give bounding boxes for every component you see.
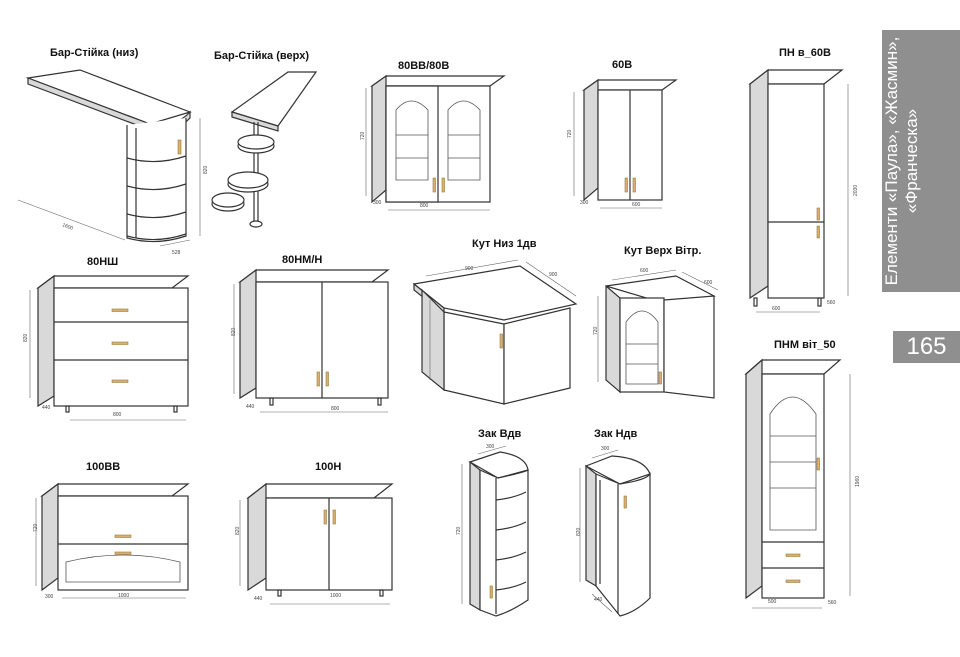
cabinet-zak-vdv-drawing — [461, 445, 529, 617]
dim-text: 600 — [640, 268, 649, 274]
item-label-80nsh: 80НШ — [87, 256, 119, 268]
item-label-bar-top: Бар-Стійка (верх) — [214, 50, 309, 62]
dim-text: 560 — [828, 600, 837, 606]
dim-text: 600 — [704, 280, 713, 286]
cabinet-kut-niz-drawing — [412, 259, 578, 405]
dim-text: 900 — [549, 272, 558, 278]
item-label-kut-niz: Кут Низ 1дв — [472, 238, 537, 250]
dim-text: 560 — [827, 300, 836, 306]
cabinet-80nm-drawing — [233, 268, 390, 413]
dim-text: 800 — [331, 406, 340, 412]
dim-text: 440 — [254, 596, 263, 602]
dim-text: 528 — [172, 250, 181, 256]
cabinet-80vv-drawing — [365, 74, 506, 211]
bar-counter-low-drawing — [17, 69, 201, 247]
dim-text: 1000 — [330, 593, 342, 599]
dim-text: 300 — [601, 446, 610, 452]
side-title-tab — [882, 30, 960, 292]
item-label-80nm: 80НМ/Н — [282, 254, 323, 266]
item-label-pn60v: ПН в_60В — [779, 47, 831, 59]
cabinet-kut-verh-drawing — [597, 269, 719, 399]
cabinet-zak-ndv-drawing — [579, 449, 651, 617]
dim-text: 1000 — [118, 593, 130, 599]
item-label-kut-verh: Кут Верх Вітр. — [624, 245, 702, 257]
cabinet-100n-drawing — [239, 482, 394, 605]
item-label-60v: 60В — [612, 59, 633, 71]
dim-text: 500 — [768, 599, 777, 605]
item-label-bar-low: Бар-Стійка (низ) — [50, 47, 139, 59]
dim-text: 440 — [246, 404, 255, 410]
dim-text: 600 — [772, 306, 781, 312]
dim-text: 300 — [580, 200, 589, 206]
item-label-100vv: 100ВВ — [86, 461, 121, 473]
item-label-pnm50: ПНМ віт_50 — [774, 339, 836, 351]
dim-text: 900 — [465, 266, 474, 272]
dim-text: 800 — [113, 412, 122, 418]
dim-text: 300 — [45, 594, 54, 600]
cabinet-pn60v-drawing — [748, 68, 849, 313]
dim-text: 440 — [594, 597, 603, 603]
bar-counter-top-drawing — [211, 71, 318, 228]
dim-text: 600 — [632, 202, 641, 208]
cabinet-60v-drawing — [573, 78, 678, 209]
dim-text: 800 — [420, 203, 429, 209]
cabinet-80nsh-drawing — [29, 274, 190, 421]
item-label-zak-vdv: Зак Вдв — [478, 428, 522, 440]
dim-text: 440 — [42, 405, 51, 411]
item-label-100n: 100Н — [315, 461, 342, 473]
dim-text: 300 — [486, 444, 495, 450]
item-label-zak-ndv: Зак Ндв — [594, 428, 638, 440]
cabinet-pnm50-drawing — [744, 358, 851, 609]
cabinet-100vv-drawing — [35, 482, 190, 599]
item-label-80vv: 80ВВ/80В — [398, 60, 450, 72]
dim-text: 300 — [373, 200, 382, 206]
page-number: 165 — [893, 331, 960, 363]
